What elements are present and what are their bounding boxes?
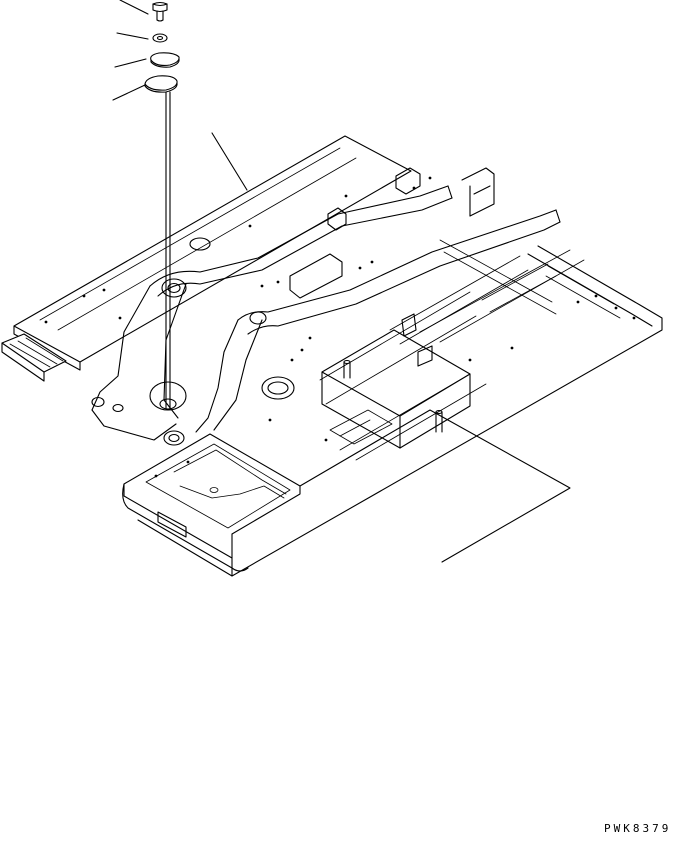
washer: [153, 34, 167, 42]
assembly-line: [166, 92, 170, 408]
drawing-code: PWK8379: [604, 822, 672, 835]
revolving-frame: [2, 136, 662, 576]
mounting-hole: [150, 382, 186, 410]
cover: [145, 76, 177, 92]
plate: [151, 53, 179, 67]
bolt: [153, 3, 167, 22]
leader-lines: [113, 0, 247, 190]
